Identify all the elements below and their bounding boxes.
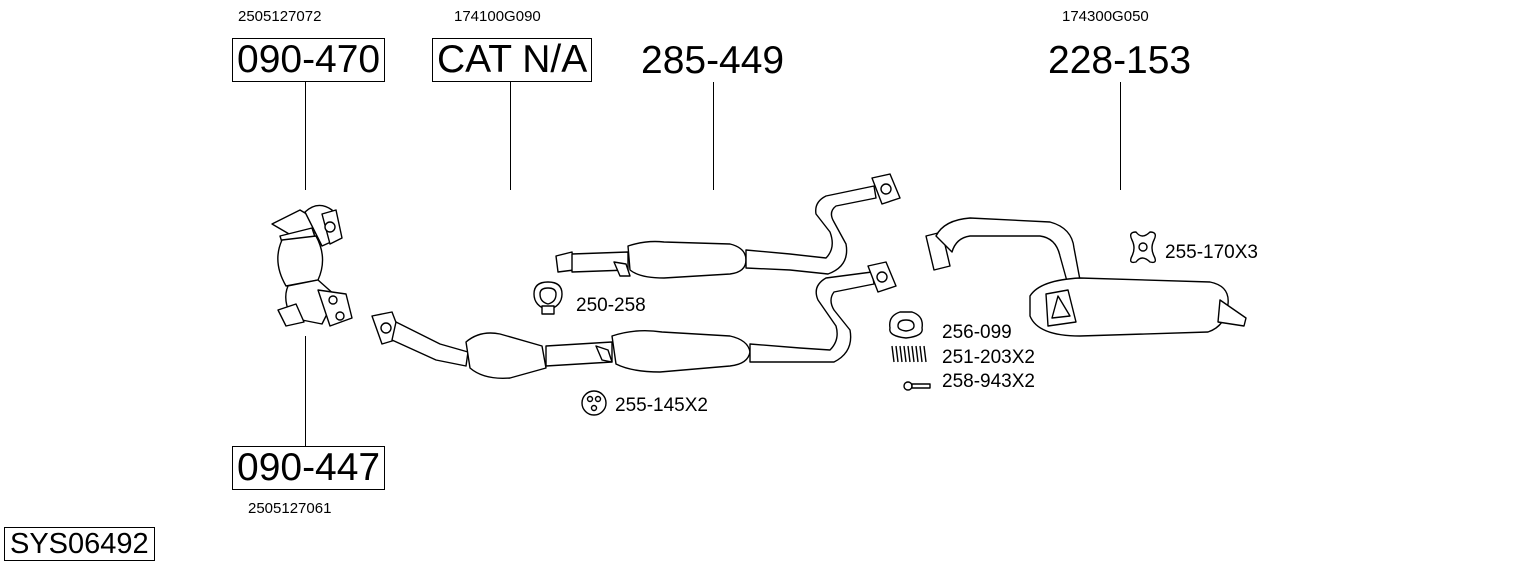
oem-number-cat: 174100G090 (454, 8, 541, 25)
accessory-label-258-943x2[interactable]: 258-943X2 (942, 371, 1035, 392)
accessory-label-251-203x2[interactable]: 251-203X2 (942, 347, 1035, 368)
accessory-label-255-170x3[interactable]: 255-170X3 (1165, 242, 1258, 263)
oem-number-228-153: 174300G050 (1062, 8, 1149, 25)
system-id: SYS06492 (4, 527, 155, 561)
leader-line-090-470 (305, 82, 306, 190)
intermediate-pipe-drawing[interactable] (555, 173, 901, 279)
leader-line-cat (510, 82, 511, 190)
part-code-090-447[interactable]: 090-447 (232, 446, 386, 490)
round-hanger-icon (581, 390, 607, 416)
front-pipe-catalyst-drawing[interactable] (371, 261, 897, 379)
leader-line-285-449 (713, 82, 714, 190)
bolt-icon (903, 381, 931, 391)
clamp-icon (533, 281, 563, 315)
leader-line-228-153 (1120, 82, 1121, 190)
part-code-285-449[interactable]: 285-449 (641, 39, 785, 82)
rear-silencer-drawing[interactable] (925, 217, 1247, 337)
oem-number-090-447: 2505127061 (248, 500, 332, 517)
part-code-cat-na[interactable]: CAT N/A (432, 38, 593, 82)
oem-number-090-470: 2505127072 (238, 8, 322, 25)
accessory-label-255-145x2[interactable]: 255-145X2 (615, 395, 708, 416)
gasket-ring-icon (889, 311, 923, 339)
accessory-label-256-099[interactable]: 256-099 (942, 322, 1012, 343)
part-code-228-153[interactable]: 228-153 (1048, 39, 1192, 82)
manifold-catalyst-drawing[interactable] (271, 204, 353, 327)
rubber-hanger-icon (1129, 231, 1157, 264)
spring-icon (891, 345, 927, 363)
part-code-090-470[interactable]: 090-470 (232, 38, 386, 82)
leader-line-090-447 (305, 336, 306, 446)
accessory-label-250-258[interactable]: 250-258 (576, 295, 646, 316)
